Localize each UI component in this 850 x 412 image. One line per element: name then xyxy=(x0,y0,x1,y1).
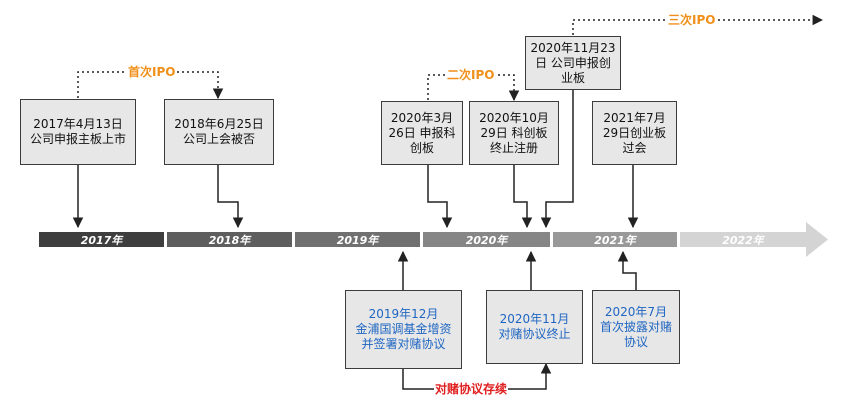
timeline-year-2018: 2018年 xyxy=(167,232,292,247)
event-2020-star-terminate: 2020年10月 29日 科创板 终止注册 xyxy=(469,101,559,165)
event-2017-ipo-apply: 2017年4月13日 公司申报主板上市 xyxy=(20,99,136,165)
timeline-year-2017: 2017年 xyxy=(39,232,164,247)
event-2020-gem-apply: 2020年11月23 日 公司申报创 业板 xyxy=(525,36,621,90)
event-2020-star-apply: 2020年3月 26日 申报科 创板 xyxy=(381,101,463,165)
timeline-arrowhead xyxy=(806,222,828,257)
connector-2020-star-apply xyxy=(427,165,453,229)
event-2018-ipo-rejected: 2018年6月25日 公司上会被否 xyxy=(164,99,274,165)
connector-2020-vam-disclose xyxy=(617,250,637,290)
connector-2018-rejected xyxy=(217,165,244,229)
timeline-year-2022: 2022年 xyxy=(680,232,806,247)
timeline-year-2021: 2021年 xyxy=(553,232,677,247)
ipo3-label: 三次IPO xyxy=(667,13,717,27)
event-2020-vam-disclose: 2020年7月 首次披露对赌 协议 xyxy=(592,290,680,364)
ipo1-label: 首次IPO xyxy=(127,65,177,79)
event-2021-gem-pass: 2021年7月 29日创业板 过会 xyxy=(592,101,677,165)
connector-2020-gem-apply xyxy=(540,90,574,229)
timeline-year-2019: 2019年 xyxy=(295,232,420,247)
ipo3-bracket xyxy=(572,14,824,35)
ipo2-label: 二次IPO xyxy=(446,68,496,82)
connector-2020-star-terminate xyxy=(513,165,533,229)
timeline-year-2020: 2020年 xyxy=(423,232,550,247)
event-2019-vam-sign: 2019年12月 金浦国调基金增资 并签署对赌协议 xyxy=(345,290,462,369)
vam-duration-label: 对赌协议存续 xyxy=(434,382,509,396)
event-2020-vam-terminate: 2020年11月 对赌协议终止 xyxy=(486,290,583,364)
